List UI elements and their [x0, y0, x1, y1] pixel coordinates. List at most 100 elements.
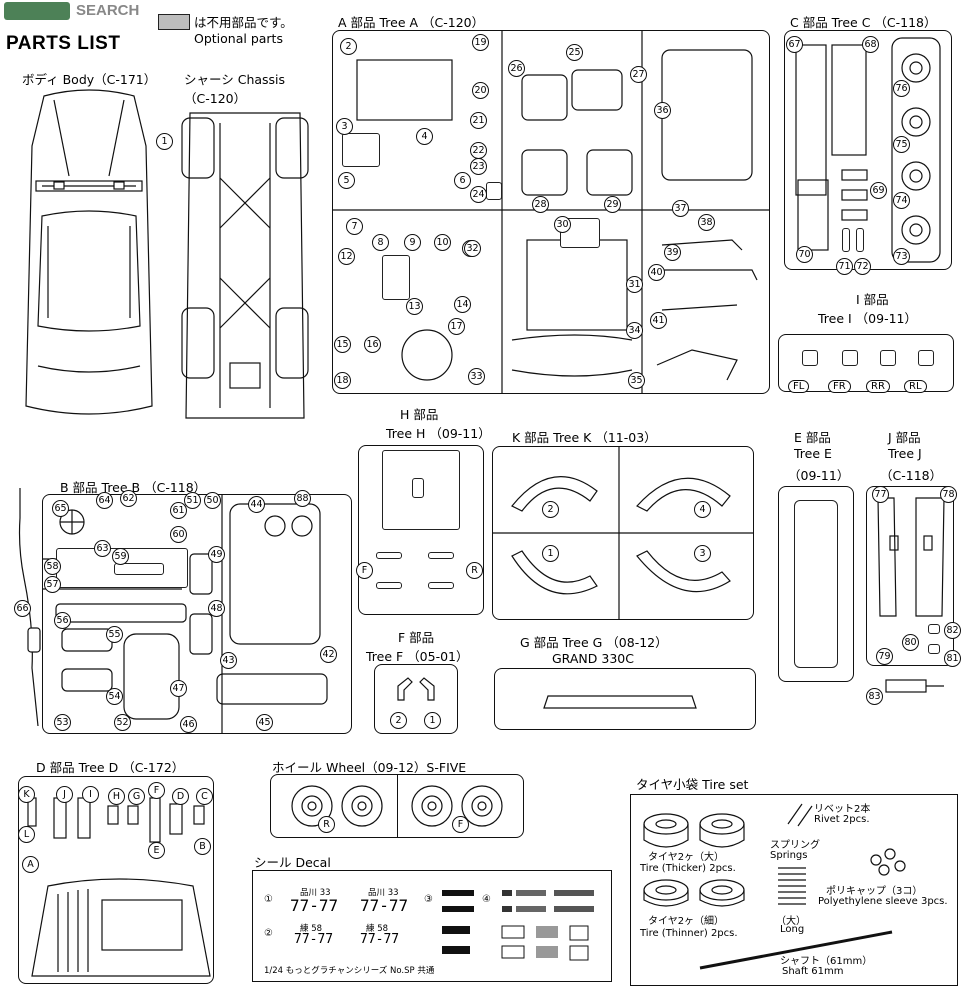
- tree-d-letter-h: H: [108, 788, 125, 805]
- tree-b-num-46: 46: [180, 716, 197, 733]
- tree-a-num-27: 27: [630, 66, 647, 83]
- decal-row-2: ②: [264, 928, 273, 939]
- tree-h-clip-1: [376, 552, 402, 559]
- tree-e-clear-part: [794, 500, 838, 668]
- tree-a-num-21: 21: [470, 112, 487, 129]
- tree-i-part-rr: [880, 350, 896, 366]
- tree-b-num-61: 61: [170, 502, 187, 519]
- tree-h-label-jp: H 部品: [400, 407, 439, 422]
- tree-a-num-32: 32: [464, 240, 481, 257]
- tree-j-num-83: 83: [866, 688, 883, 705]
- tree-a-num-16: 16: [364, 336, 381, 353]
- tree-i-label-en: Tree I （09-11）: [818, 311, 917, 326]
- tree-c-label: C 部品 Tree C （C-118）: [790, 15, 937, 30]
- tree-f-drawing: [397, 677, 435, 701]
- tree-a-num-3: 3: [336, 118, 353, 135]
- tree-d-label: D 部品 Tree D （C-172）: [36, 760, 185, 775]
- tree-b-num-58: 58: [44, 558, 61, 575]
- tree-c-optional-71: [842, 228, 850, 252]
- tree-j-label-en1: Tree J: [888, 446, 922, 461]
- tree-b-num-49: 49: [208, 546, 225, 563]
- spring-label-en: Springs: [770, 850, 808, 861]
- wheel-label: ホイール Wheel（09-12）S-FIVE: [272, 760, 467, 775]
- parts-list-title: PARTS LIST: [6, 33, 121, 54]
- tree-b-num-59: 59: [112, 548, 129, 565]
- tree-d-letter-a: A: [22, 856, 39, 873]
- tree-f-num-1: 1: [424, 712, 441, 729]
- tree-k-label: K 部品 Tree K （11-03）: [512, 430, 657, 445]
- plate-4-region: 練 58: [366, 924, 389, 934]
- tree-f-label-jp: F 部品: [398, 630, 435, 645]
- tree-d-letter-e: E: [148, 842, 165, 859]
- poly-label-jp: ポリキャップ（3コ）: [826, 886, 923, 897]
- tree-j-num-79: 79: [876, 648, 893, 665]
- body-label: ボディ Body（C-171）: [22, 72, 157, 87]
- tree-b-num-56: 56: [54, 612, 71, 629]
- tree-a-num-4: 4: [416, 128, 433, 145]
- wheel-tag-f: F: [452, 816, 469, 833]
- tire-thin-en: Tire (Thinner) 2pcs.: [640, 928, 738, 939]
- tree-b-num-65: 65: [52, 500, 69, 517]
- tree-b-num-48: 48: [208, 600, 225, 617]
- optional-legend-en: Optional parts: [194, 31, 283, 46]
- tree-b-gauge-cluster: [114, 563, 164, 575]
- tree-b-num-50: 50: [204, 492, 221, 509]
- tree-b-label: B 部品 Tree B （C-118）: [60, 480, 207, 495]
- tree-a-num-37: 37: [672, 200, 689, 217]
- tree-a-num-31: 31: [626, 276, 643, 293]
- tree-g-frame: [494, 668, 756, 730]
- tree-a-runners: [332, 30, 770, 394]
- plate-3-number: 77-77: [294, 932, 334, 947]
- tree-h-slot: [412, 478, 424, 498]
- part-66-antenna: [18, 488, 41, 727]
- tree-a-num-9: 9: [404, 234, 421, 251]
- tree-a-num-12: 12: [338, 248, 355, 265]
- tree-k-num-2: 2: [542, 501, 559, 518]
- tree-a-num-33: 33: [468, 368, 485, 385]
- body-drawing: [25, 89, 153, 415]
- decal-graphics: [442, 890, 594, 961]
- tree-a-num-38: 38: [698, 214, 715, 231]
- wheel-tag-r: R: [318, 816, 335, 833]
- spring-long-en: Long: [780, 924, 805, 935]
- tree-a-num-19: 19: [472, 34, 489, 51]
- tree-a-num-2: 2: [340, 38, 357, 55]
- tree-b-num-51: 51: [184, 492, 201, 509]
- plate-3-region: 練 58: [300, 924, 323, 934]
- chassis-drawing: [181, 112, 309, 419]
- tree-c-optional-72: [856, 228, 864, 252]
- wheel-divider: [397, 775, 398, 837]
- tree-d-letter-k: K: [18, 786, 35, 803]
- tree-c-num-75: 75: [893, 136, 910, 153]
- tree-b-num-66: 66: [14, 600, 31, 617]
- plate-1-region: 品川 33: [300, 888, 331, 898]
- tree-d-letter-j: J: [56, 786, 73, 803]
- tree-b-num-88: 88: [294, 490, 311, 507]
- tree-c-num-69: 69: [870, 182, 887, 199]
- poly-label-en: Polyethylene sleeve 3pcs.: [818, 896, 948, 907]
- wheel-drawing: [291, 785, 503, 827]
- chassis-code: （C-120）: [184, 91, 247, 106]
- tree-i-label-jp: I 部品: [856, 292, 889, 307]
- tree-f-label-en: Tree F （05-01）: [366, 649, 469, 664]
- tree-k-num-3: 3: [694, 545, 711, 562]
- tree-h-tag-f: F: [356, 562, 373, 579]
- tree-g-emblem: [543, 695, 697, 709]
- tree-b-num-63: 63: [94, 540, 111, 557]
- tree-f-num-2: 2: [390, 712, 407, 729]
- tree-a-optional-3: [342, 133, 380, 167]
- tree-h-clip-3: [376, 582, 402, 589]
- tree-j-num-82: 82: [944, 622, 961, 639]
- tree-a-num-15: 15: [334, 336, 351, 353]
- watermark-text: SEARCH: [76, 2, 140, 19]
- tree-d-letter-l: L: [18, 826, 35, 843]
- tree-a-optional-12: [382, 255, 410, 300]
- tree-a-num-14: 14: [454, 296, 471, 313]
- tree-b-num-44: 44: [248, 496, 265, 513]
- tree-h-tag-r: R: [466, 562, 483, 579]
- tree-d-letter-f: F: [148, 782, 165, 799]
- tree-a-num-26: 26: [508, 60, 525, 77]
- tree-i-tag-rl: RL: [904, 380, 927, 393]
- tree-j-label-jp: J 部品: [888, 430, 921, 445]
- tree-c-num-76: 76: [893, 80, 910, 97]
